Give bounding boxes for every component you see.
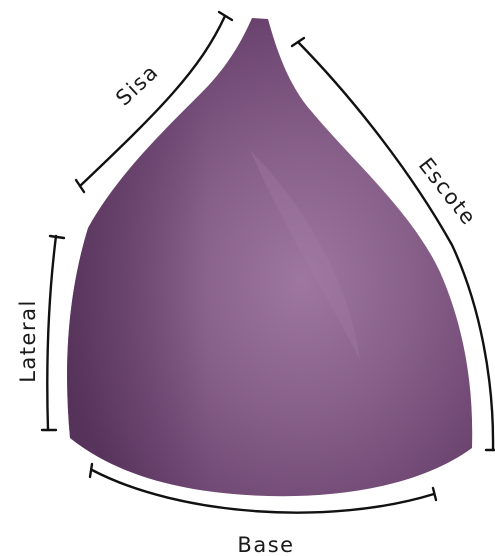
sisa-label: Sisa [111, 59, 163, 110]
lateral-label: Lateral [16, 299, 40, 383]
lateral-dimension: Lateral [16, 236, 64, 430]
escote-label: Escote [414, 153, 481, 230]
base-tick-left [90, 464, 92, 477]
lateral-line [47, 236, 56, 430]
base-label: Base [237, 533, 294, 556]
sisa-tick-top [219, 12, 232, 20]
lateral-tick-top [50, 236, 64, 238]
base-tick-right [433, 488, 436, 500]
